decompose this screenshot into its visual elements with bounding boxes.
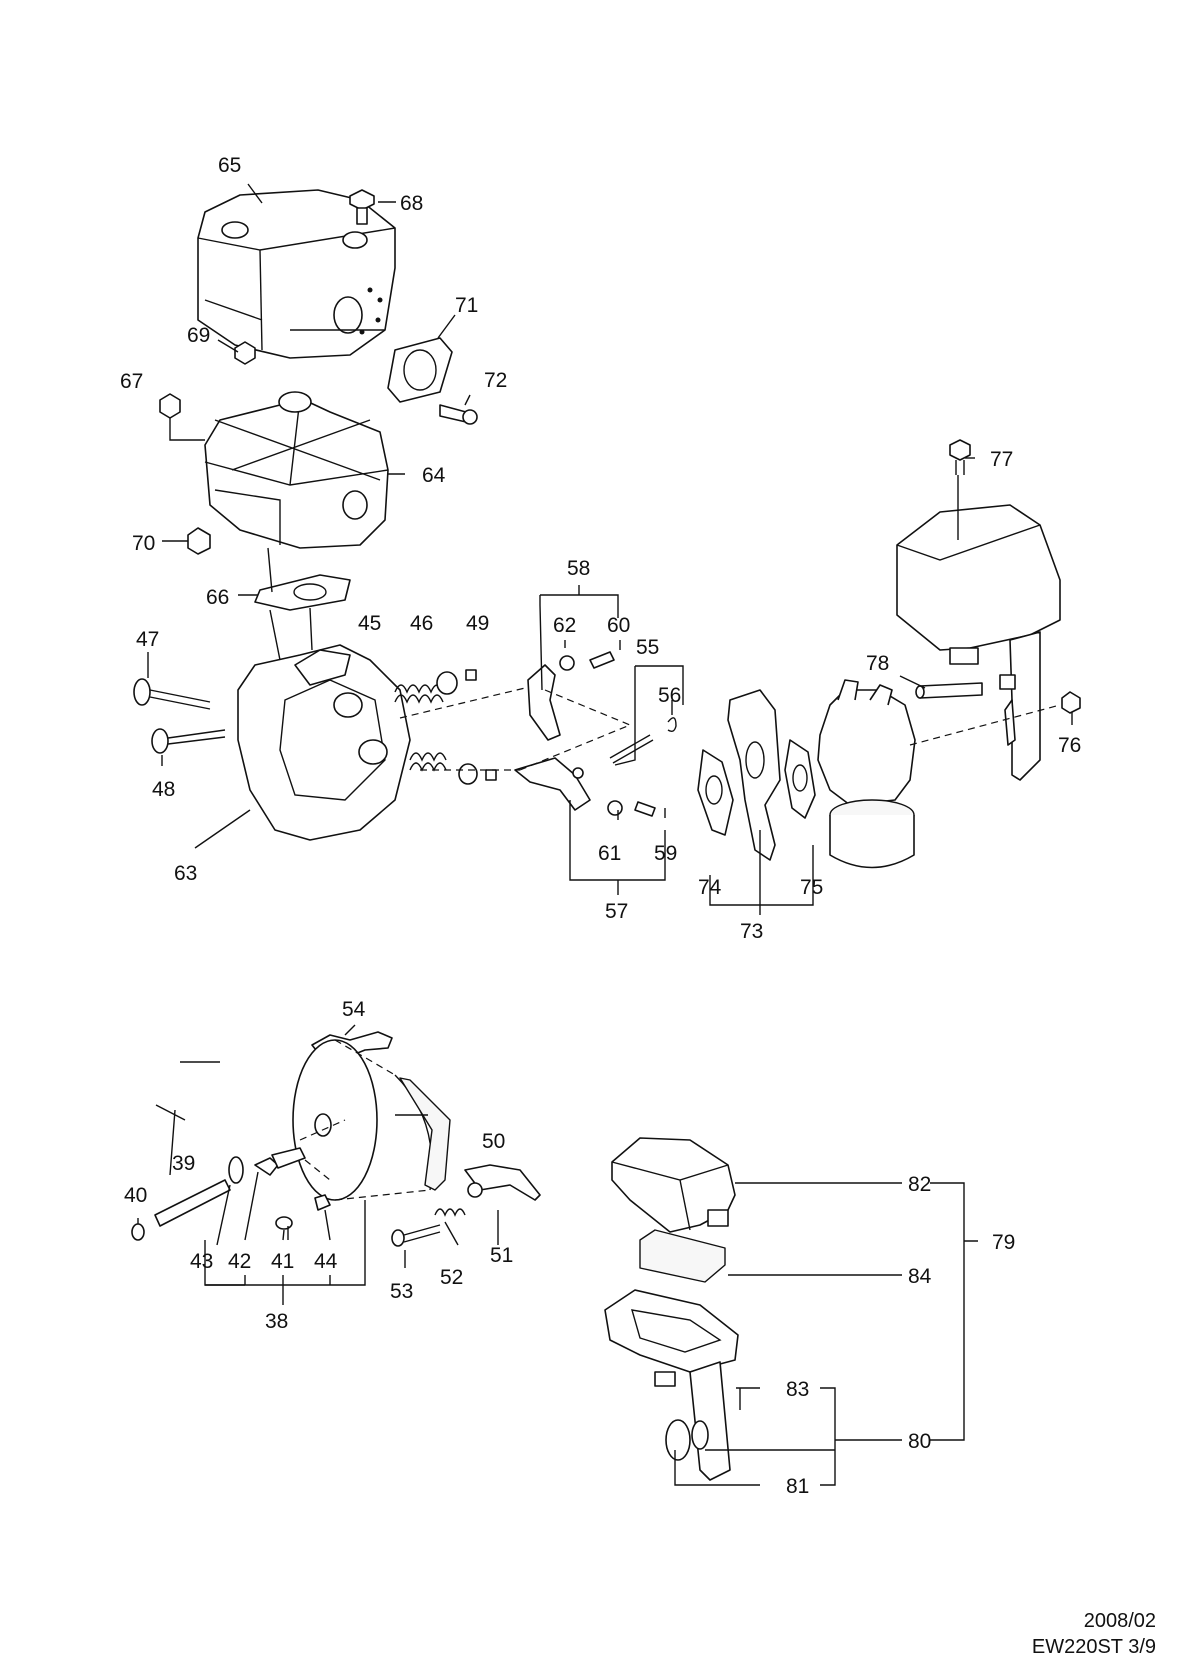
footer-date: 2008/02 [1083, 1610, 1156, 1632]
carb-gasket-74-drawing [697, 749, 734, 836]
spring-52-drawing [434, 1208, 466, 1217]
label-82: 82 [908, 1173, 931, 1196]
label-52: 52 [440, 1266, 463, 1289]
label-51: 51 [490, 1244, 513, 1267]
label-66: 66 [206, 586, 229, 609]
label-54: 54 [342, 998, 366, 1021]
bolt-77-drawing [949, 439, 971, 475]
part-labels: 65 68 69 71 72 67 64 70 66 47 45 46 49 5… [120, 154, 1081, 1498]
label-49: 49 [466, 612, 489, 635]
nut-67-drawing [159, 393, 181, 419]
label-73: 73 [740, 920, 763, 943]
label-78: 78 [866, 652, 889, 675]
label-40: 40 [124, 1184, 147, 1207]
retainer-46-drawing [436, 671, 478, 785]
pin-53-drawing [391, 1224, 441, 1247]
footer-model-page: EW220ST 3/9 [1031, 1636, 1156, 1658]
rocker-hardware-drawing [559, 651, 656, 817]
label-68: 68 [400, 192, 423, 215]
clip-56-drawing [667, 717, 677, 733]
leader-lines [137, 183, 1073, 1486]
governor-small-parts-drawing [228, 1147, 331, 1240]
dashed-assembly-lines [299, 687, 1061, 1201]
label-76: 76 [1058, 734, 1081, 757]
bolt-68-drawing [349, 189, 375, 225]
filter-element-84-drawing [639, 1229, 726, 1283]
label-70: 70 [132, 532, 155, 555]
cylinder-head-drawing [237, 644, 411, 841]
nut-76-drawing [1061, 691, 1081, 714]
label-44: 44 [314, 1250, 338, 1273]
label-57: 57 [605, 900, 628, 923]
label-59: 59 [654, 842, 677, 865]
label-43: 43 [190, 1250, 213, 1273]
air-cleaner-cover-82-drawing [611, 1137, 736, 1233]
label-65: 65 [218, 154, 241, 177]
pushrod-55-drawing [609, 734, 654, 764]
label-79: 79 [992, 1231, 1015, 1254]
muffler-cover-drawing [197, 189, 396, 359]
air-cleaner-base-drawing [604, 1289, 739, 1481]
screw-72-drawing [439, 404, 478, 425]
label-39: 39 [172, 1152, 195, 1175]
label-84: 84 [908, 1265, 932, 1288]
carb-gasket-75-drawing [784, 739, 816, 819]
label-74: 74 [698, 876, 722, 899]
label-38: 38 [265, 1310, 288, 1333]
label-55: 55 [636, 636, 659, 659]
valve-47-drawing [133, 678, 211, 710]
label-41: 41 [271, 1250, 294, 1273]
label-69: 69 [187, 324, 210, 347]
label-71: 71 [455, 294, 478, 317]
label-47: 47 [136, 628, 159, 651]
label-46: 46 [410, 612, 433, 635]
label-81: 81 [786, 1475, 809, 1498]
valve-48-drawing [151, 728, 226, 754]
gasket-66-drawing [254, 574, 351, 611]
label-48: 48 [152, 778, 175, 801]
label-67: 67 [120, 370, 143, 393]
collet-49-drawing [465, 669, 497, 781]
label-80: 80 [908, 1430, 931, 1453]
label-58: 58 [567, 557, 590, 580]
label-45: 45 [358, 612, 381, 635]
insulator-73-drawing [727, 689, 781, 861]
label-56: 56 [658, 684, 681, 707]
label-72: 72 [484, 369, 507, 392]
label-42: 42 [228, 1250, 251, 1273]
label-60: 60 [607, 614, 630, 637]
tube-78-drawing [915, 682, 983, 699]
label-83: 83 [786, 1378, 809, 1401]
rocker-arm-drawing [514, 664, 591, 811]
label-75: 75 [800, 876, 823, 899]
valve-spring-45-drawing [394, 684, 447, 772]
label-61: 61 [598, 842, 621, 865]
label-62: 62 [553, 614, 576, 637]
air-cleaner-case-drawing [896, 504, 1061, 781]
muffler-64-drawing [204, 391, 389, 549]
gasket-71-drawing [387, 337, 453, 403]
label-50: 50 [482, 1130, 505, 1153]
label-64: 64 [422, 464, 446, 487]
carburetor-drawing [817, 679, 916, 869]
label-63: 63 [174, 862, 197, 885]
gear-50-drawing [292, 1039, 451, 1201]
lever-51-drawing [464, 1164, 541, 1201]
label-77: 77 [990, 448, 1013, 471]
bolt-70-drawing [187, 527, 211, 555]
bolt-69-drawing [234, 341, 256, 365]
label-53: 53 [390, 1280, 413, 1303]
